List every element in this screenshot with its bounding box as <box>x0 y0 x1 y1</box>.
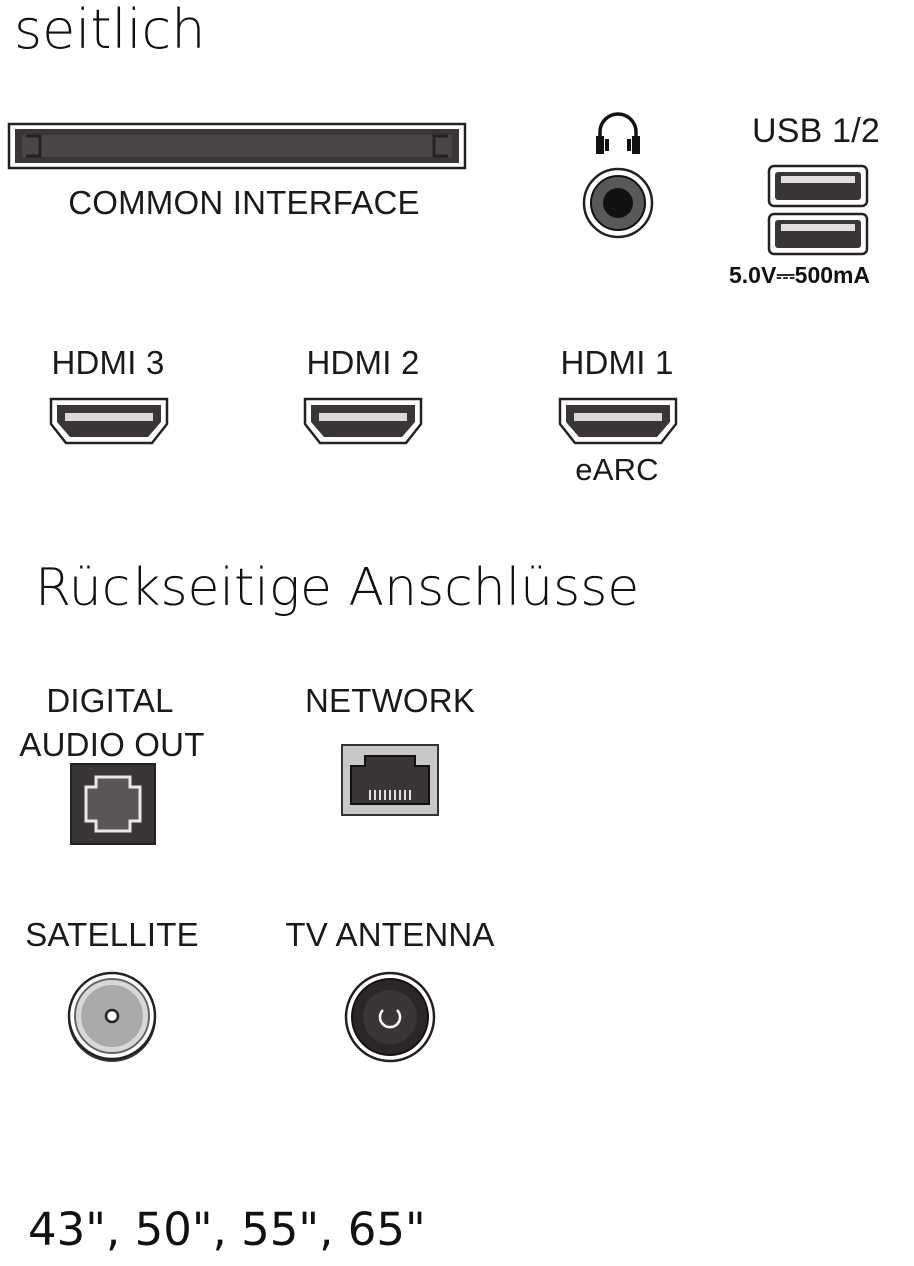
section-title-rear: Rückseitige Anschlüsse <box>35 558 640 618</box>
tv-sizes-label: 43", 50", 55", 65" <box>28 1203 426 1256</box>
optical-port-icon <box>70 763 156 845</box>
usb-power-label: 5.0V⎓500mA <box>729 262 871 288</box>
common-interface-label: COMMON INTERFACE <box>68 184 420 221</box>
headphone-jack-icon <box>582 167 654 239</box>
usb-label: USB 1/2 <box>752 112 881 150</box>
antenna-port-icon <box>344 971 436 1063</box>
hdmi-port-icon <box>303 397 423 445</box>
ci-slot-icon <box>7 122 467 170</box>
tv-antenna-label: TV ANTENNA <box>285 916 495 953</box>
ethernet-port-icon <box>341 744 439 816</box>
hdmi-3-label: HDMI 3 <box>51 344 165 381</box>
network-label: NETWORK <box>304 682 476 719</box>
coax-port-icon <box>67 971 157 1062</box>
hdmi-port-icon <box>49 397 169 445</box>
hdmi-1-sublabel: eARC <box>575 452 659 487</box>
satellite-label: SATELLITE <box>25 916 199 953</box>
digital-audio-label-line1: DIGITAL <box>46 682 174 719</box>
hdmi-port-icon <box>558 397 678 445</box>
hdmi-2-label: HDMI 2 <box>306 344 420 381</box>
section-title-side: seitlich <box>14 0 206 61</box>
headphone-icon <box>596 112 640 154</box>
hdmi-1-label: HDMI 1 <box>560 344 674 381</box>
usb-port-icon <box>767 164 869 256</box>
digital-audio-label-line2: AUDIO OUT <box>19 726 205 763</box>
